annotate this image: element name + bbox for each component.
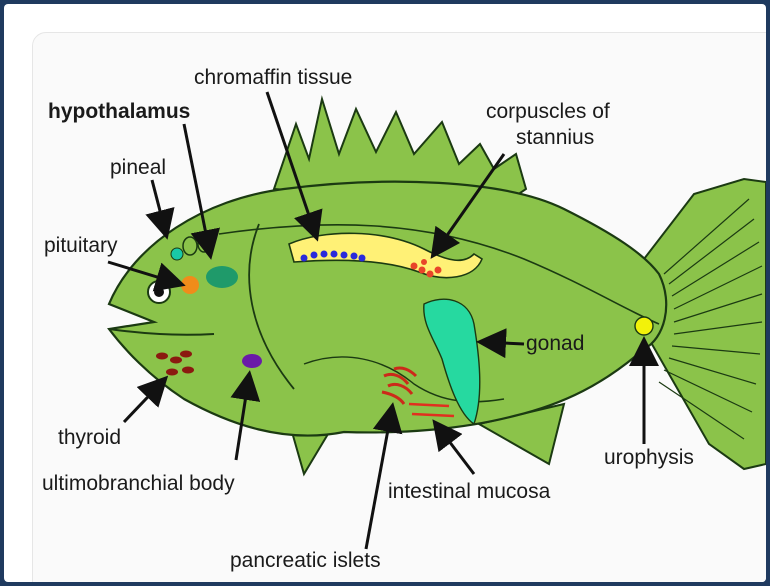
- label-corpuscles-line1: corpuscles of: [486, 100, 610, 123]
- hypothalamus-organ: [206, 266, 238, 288]
- fish-body: [109, 182, 666, 436]
- ultimobranchial-organ: [242, 354, 262, 368]
- label-intestinal-mucosa: intestinal mucosa: [388, 480, 551, 503]
- fish-endocrine-diagram: chromaffin tissue hypothalamus corpuscle…: [4, 4, 766, 582]
- pineal-gland: [171, 248, 183, 260]
- label-chromaffin-tissue: chromaffin tissue: [194, 66, 352, 89]
- window-frame: chromaffin tissue hypothalamus corpuscle…: [4, 4, 766, 582]
- label-pancreatic-islets: pancreatic islets: [230, 549, 381, 572]
- eye-pupil: [154, 287, 164, 297]
- label-urophysis: urophysis: [604, 446, 694, 469]
- pituitary-gland: [181, 276, 199, 294]
- label-ultimobranchial-body: ultimobranchial body: [42, 472, 235, 495]
- label-hypothalamus: hypothalamus: [48, 100, 190, 123]
- label-pineal: pineal: [110, 156, 166, 179]
- urophysis-organ: [635, 317, 653, 335]
- label-gonad: gonad: [526, 332, 584, 355]
- label-corpuscles-line2: stannius: [516, 126, 594, 149]
- label-pituitary: pituitary: [44, 234, 118, 257]
- label-thyroid: thyroid: [58, 426, 121, 449]
